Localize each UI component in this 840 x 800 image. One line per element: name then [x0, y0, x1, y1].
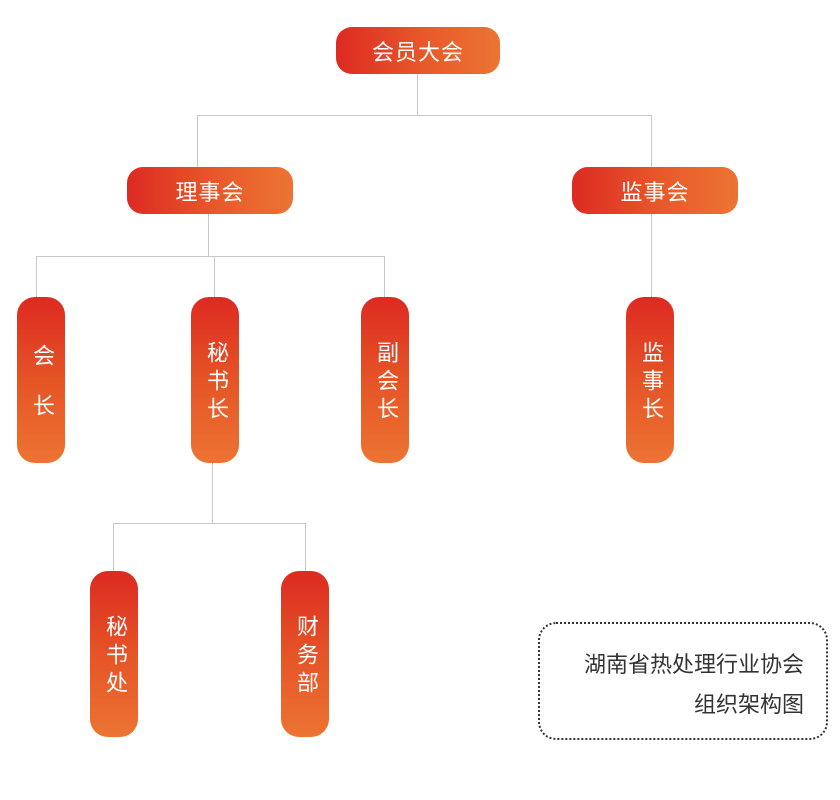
- connector-level3-horizontal: [113, 523, 306, 524]
- node-president: 会长: [17, 297, 65, 463]
- node-secretariat-label: 秘书处: [102, 615, 127, 699]
- connector-to-supervisor: [651, 214, 652, 298]
- node-supervisor: 监事长: [626, 297, 674, 463]
- node-secretary-general-label: 秘书长: [203, 341, 228, 425]
- connector-assembly-down: [417, 74, 418, 115]
- connector-to-vice-president: [384, 256, 385, 298]
- connector-to-board: [197, 115, 198, 167]
- connector-level1-horizontal: [197, 115, 652, 116]
- chart-caption: 湖南省热处理行业协会 组织架构图: [538, 622, 828, 740]
- connector-board-down: [208, 214, 209, 256]
- node-supervisor-label: 监事长: [638, 341, 663, 425]
- node-board-label: 理事会: [175, 180, 245, 206]
- connector-to-president: [36, 256, 37, 298]
- node-general-assembly: 会员大会: [336, 27, 500, 74]
- connector-secretary-down: [212, 462, 213, 524]
- node-secretary-general: 秘书长: [191, 297, 239, 463]
- node-finance-label: 财务部: [293, 615, 318, 699]
- connector-to-secretariat: [113, 523, 114, 572]
- connector-level2-horizontal: [36, 256, 385, 257]
- node-finance: 财务部: [281, 571, 329, 737]
- node-supervisory-board: 监事会: [572, 167, 738, 214]
- caption-chart-title: 组织架构图: [693, 693, 804, 718]
- connector-to-secretary-general: [214, 256, 215, 298]
- node-vice-president-label: 副会长: [373, 341, 398, 425]
- node-secretariat: 秘书处: [90, 571, 138, 737]
- node-vice-president: 副会长: [361, 297, 409, 463]
- connector-to-supervisory: [651, 115, 652, 167]
- node-general-assembly-label: 会员大会: [371, 40, 464, 66]
- node-board: 理事会: [127, 167, 293, 214]
- connector-to-finance: [305, 523, 306, 572]
- node-supervisory-board-label: 监事会: [620, 180, 690, 206]
- node-president-label: 会长: [29, 344, 54, 444]
- caption-organization-name: 湖南省热处理行业协会: [583, 653, 804, 678]
